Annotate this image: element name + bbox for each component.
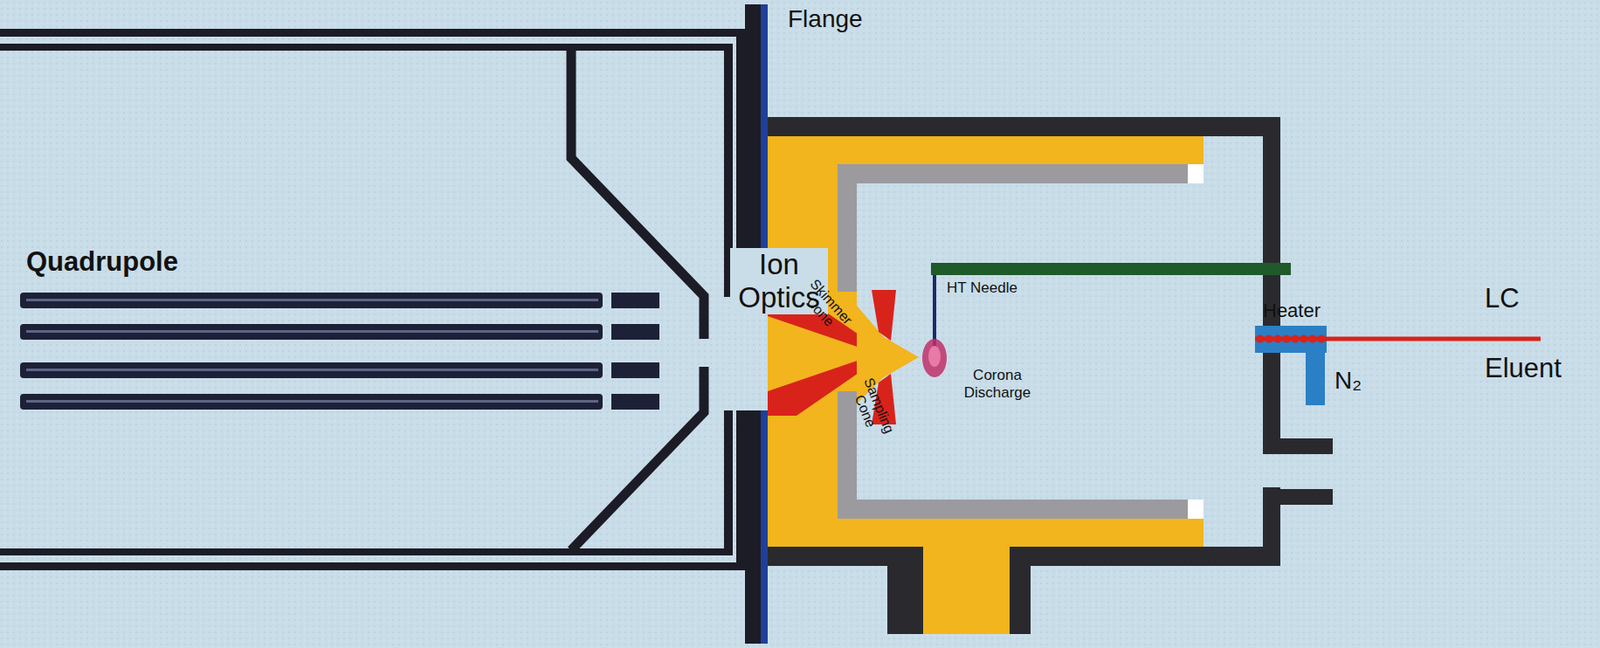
source-housing [1262, 438, 1333, 455]
liner [837, 391, 857, 519]
source-housing [1262, 489, 1333, 505]
quadrupole-rods [26, 330, 599, 333]
coil-turn [1317, 335, 1326, 344]
ht-needle [931, 262, 1291, 276]
quadrupole-housing [736, 410, 745, 571]
quadrupole-housing [0, 562, 747, 571]
sampling-cone [871, 289, 897, 341]
n2-label: N₂ [1334, 366, 1362, 395]
quadrupole-label: Quadrupole [26, 246, 179, 278]
flange [744, 4, 768, 644]
quadrupole-rods [26, 368, 599, 372]
source-block [767, 136, 1204, 635]
source-housing [767, 117, 1333, 635]
coil-turn [1282, 335, 1291, 344]
lc-eluent-label: LC Eluent [1484, 263, 1588, 404]
quadrupole-rods [611, 292, 660, 309]
source-block [923, 524, 1010, 635]
quadrupole-rods [611, 324, 660, 340]
quadrupole-housing [0, 548, 730, 556]
flange [744, 410, 761, 644]
ht-needle [931, 262, 1291, 348]
quadrupole-rods [611, 393, 660, 410]
quadrupole-rods [611, 362, 660, 379]
liner [837, 499, 1188, 519]
flange-label: Flange [787, 5, 863, 34]
quadrupole-rods [26, 298, 599, 302]
quadrupole-housing [724, 410, 733, 556]
liner [837, 164, 1204, 519]
heater-coil [1256, 335, 1326, 344]
source-block [767, 136, 838, 547]
heater [1305, 352, 1325, 406]
quadrupole-rods [20, 292, 660, 410]
source-housing [1262, 117, 1281, 442]
flange [760, 410, 768, 644]
quadrupole-rods [20, 324, 603, 340]
source-housing [767, 117, 1281, 137]
liner [837, 164, 1188, 184]
liner [1187, 164, 1204, 184]
quadrupole-housing [0, 43, 730, 51]
corona-discharge-label: Corona Discharge [953, 366, 1042, 401]
liner [837, 164, 857, 292]
quadrupole-rods [20, 362, 603, 379]
heater-label: Heater [1262, 299, 1321, 322]
coil-turn [1300, 335, 1309, 344]
corona-discharge [922, 338, 947, 378]
quadrupole-rods [26, 400, 599, 403]
ht-needle [932, 275, 937, 348]
quadrupole-rods [20, 393, 603, 410]
quadrupole-housing [0, 28, 747, 571]
coil-turn [1309, 335, 1318, 344]
coil-turn [1291, 335, 1300, 344]
corona-discharge [928, 345, 941, 367]
liner [1187, 499, 1204, 519]
coil-turn [1274, 335, 1283, 344]
quadrupole-rods [20, 292, 603, 309]
ht-needle [931, 262, 944, 276]
quadrupole-housing [0, 28, 747, 37]
coil-turn [1265, 335, 1274, 344]
quadrupole-rods [26, 298, 599, 403]
coil-turn [1256, 335, 1265, 344]
ht-needle-label: HT Needle [946, 279, 1018, 297]
